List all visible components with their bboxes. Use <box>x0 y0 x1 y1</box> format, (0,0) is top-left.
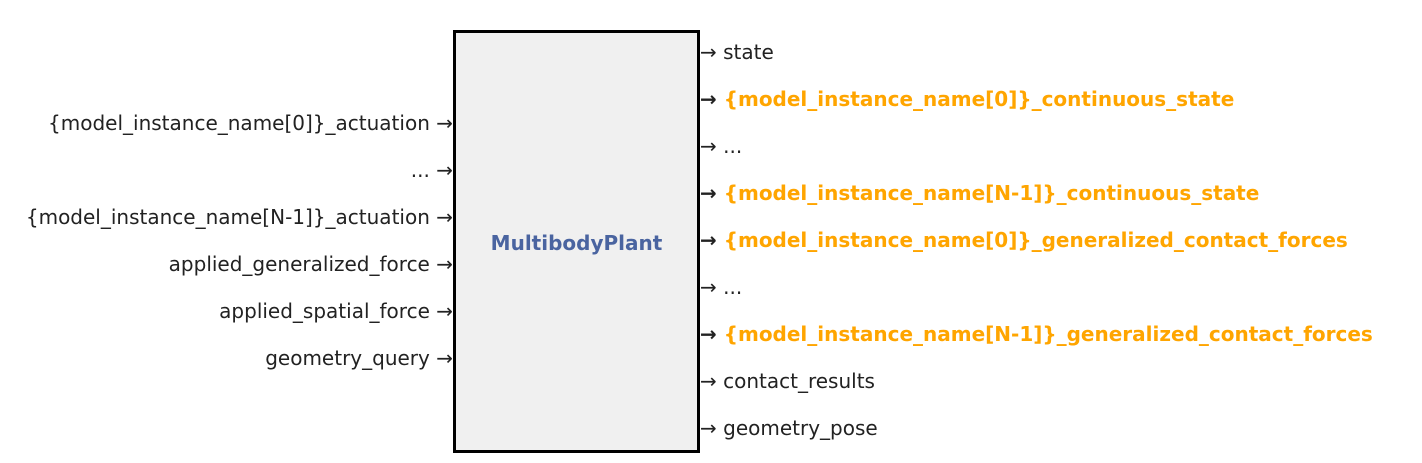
arrow-right-icon: → <box>700 416 717 440</box>
output-port: → state <box>700 38 774 66</box>
output-port: → {model_instance_name[N-1]}_continuous_… <box>700 179 1259 207</box>
output-port: → geometry_pose <box>700 414 878 442</box>
input-port-label: {model_instance_name[N-1]}_actuation <box>25 205 430 229</box>
arrow-right-icon: → <box>436 346 453 370</box>
input-port-label: applied_spatial_force <box>219 299 430 323</box>
block-title: MultibodyPlant <box>490 231 663 255</box>
arrow-right-icon: → <box>436 205 453 229</box>
output-port: → ... <box>700 132 742 160</box>
arrow-right-icon: → <box>700 40 717 64</box>
output-port: → {model_instance_name[0]}_continuous_st… <box>700 85 1234 113</box>
multibody-plant-block: MultibodyPlant <box>453 30 700 453</box>
arrow-right-icon: → <box>700 369 717 393</box>
arrow-right-icon: → <box>436 158 453 182</box>
output-port-label: geometry_pose <box>723 416 878 440</box>
output-port: → ... <box>700 273 742 301</box>
input-port: geometry_query → <box>265 344 453 372</box>
output-port-label: state <box>723 40 774 64</box>
input-port: ... → <box>411 156 453 184</box>
output-port: → {model_instance_name[N-1]}_generalized… <box>700 320 1373 348</box>
output-port-label: {model_instance_name[0]}_generalized_con… <box>723 228 1348 252</box>
output-port-label: {model_instance_name[N-1]}_generalized_c… <box>723 322 1373 346</box>
arrow-right-icon: → <box>700 134 717 158</box>
input-port: {model_instance_name[N-1]}_actuation → <box>26 203 453 231</box>
output-port: → contact_results <box>700 367 875 395</box>
input-port-label: {model_instance_name[0]}_actuation <box>48 111 430 135</box>
arrow-right-icon: → <box>700 228 717 252</box>
output-port: → {model_instance_name[0]}_generalized_c… <box>700 226 1348 254</box>
input-port-label: applied_generalized_force <box>168 252 430 276</box>
input-port: applied_generalized_force → <box>169 250 453 278</box>
output-port-label: ... <box>723 134 743 158</box>
output-port-label: contact_results <box>723 369 875 393</box>
input-port: applied_spatial_force → <box>219 297 453 325</box>
input-port-label: ... <box>410 158 430 182</box>
arrow-right-icon: → <box>436 111 453 135</box>
arrow-right-icon: → <box>700 275 717 299</box>
arrow-right-icon: → <box>700 322 717 346</box>
arrow-right-icon: → <box>700 87 717 111</box>
arrow-right-icon: → <box>436 252 453 276</box>
input-port-label: geometry_query <box>265 346 430 370</box>
output-port-label: ... <box>723 275 743 299</box>
arrow-right-icon: → <box>436 299 453 323</box>
output-port-label: {model_instance_name[0]}_continuous_stat… <box>723 87 1235 111</box>
output-port-label: {model_instance_name[N-1]}_continuous_st… <box>723 181 1260 205</box>
input-port: {model_instance_name[0]}_actuation → <box>48 109 453 137</box>
arrow-right-icon: → <box>700 181 717 205</box>
